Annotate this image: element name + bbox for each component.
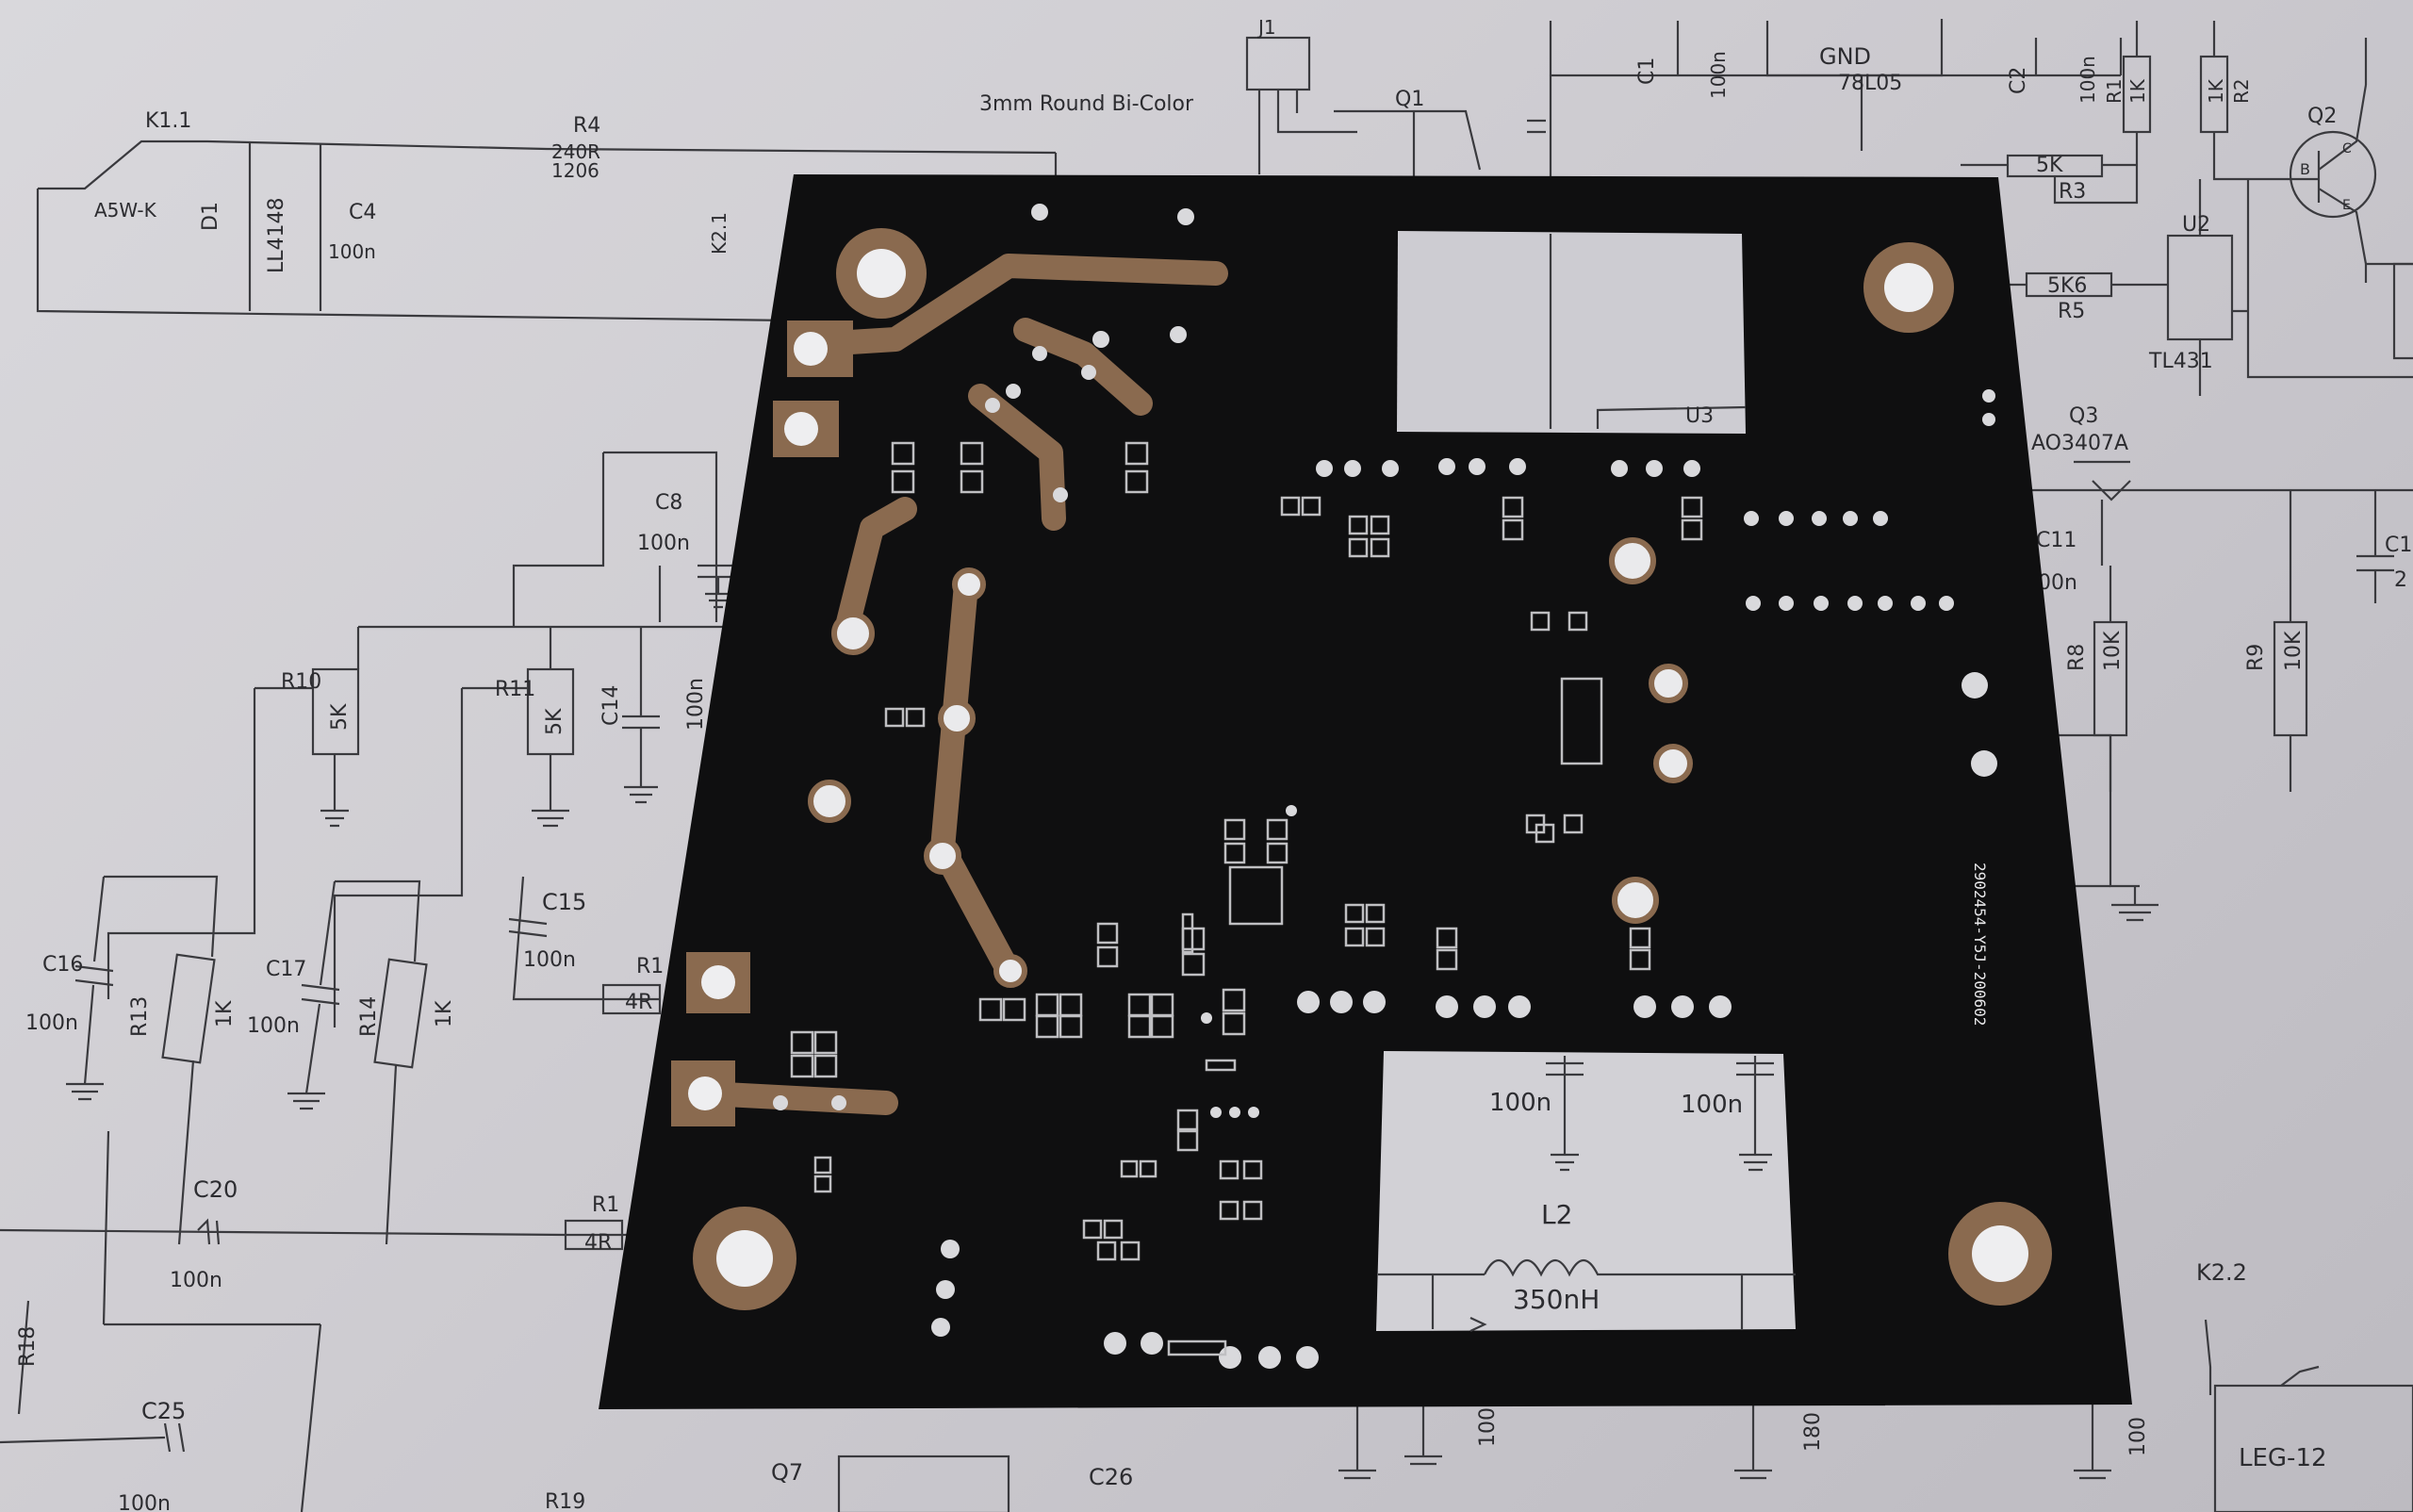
label-c8-val: 100n	[637, 532, 690, 555]
label-k21: K2.1	[708, 212, 730, 255]
label-r12-val: 4R	[625, 991, 652, 1014]
label-r14-val: 1K	[433, 1000, 456, 1027]
label-gnd: GND	[1819, 43, 1871, 70]
label-leg12: LEG-12	[2239, 1444, 2327, 1472]
label-r2: R2	[2230, 78, 2253, 104]
label-r4: R4	[573, 114, 600, 138]
pcb-silkscreen-id: 2902454-Y5J-200602	[1971, 863, 1989, 1026]
label-c11-val: 00n	[2038, 571, 2077, 595]
large-pads	[808, 537, 1693, 988]
label-q3: Q3	[2069, 404, 2098, 428]
label-c25: C25	[141, 1398, 186, 1424]
label-led-note: 3mm Round Bi-Color	[979, 92, 1194, 116]
label-c4-val: 100n	[328, 240, 376, 263]
label-k22: K2.2	[2196, 1259, 2247, 1286]
label-c2: C2	[2007, 67, 2030, 94]
label-c17-val: 100n	[247, 1014, 300, 1038]
label-r12: R1	[636, 955, 664, 978]
pcb-board: U3 100n 100n L2 350nH	[599, 174, 2132, 1409]
label-c25-val: 100n	[118, 1492, 171, 1512]
label-k11: K1.1	[145, 109, 191, 133]
label-q1: Q1	[1395, 88, 1424, 111]
label-l2-val: 350nH	[1513, 1284, 1600, 1315]
label-r3-val: 5K	[2036, 154, 2063, 177]
label-c17: C17	[266, 958, 306, 981]
vias	[773, 204, 1997, 1369]
label-c20: C20	[193, 1176, 238, 1203]
label-c1x: C1	[2385, 534, 2412, 557]
label-r19: R19	[545, 1490, 585, 1512]
label-v-b: 180	[1801, 1412, 1825, 1452]
label-r11-val: 5K	[543, 708, 566, 735]
label-r1-val: 1K	[2126, 78, 2149, 104]
label-r1: R1	[2103, 78, 2126, 104]
label-r9-val: 10K	[2282, 631, 2306, 671]
label-r4-pkg: 1206	[551, 159, 599, 182]
label-r13-val: 1K	[213, 1000, 237, 1027]
label-ao3407a: AO3407A	[2031, 432, 2128, 455]
label-q2-b: B	[2300, 160, 2310, 178]
label-r13: R13	[128, 996, 152, 1037]
label-r16-val: 4R	[584, 1231, 612, 1255]
smd-footprints	[790, 441, 1703, 1356]
label-r14: R14	[357, 996, 381, 1037]
label-r11: R11	[495, 678, 535, 701]
label-c1-val: 100n	[1707, 51, 1730, 99]
label-r5-val: 5K6	[2047, 274, 2087, 298]
label-l2: L2	[1541, 1199, 1572, 1230]
label-r16: R1	[592, 1193, 619, 1217]
label-c16-val: 100n	[25, 1011, 78, 1035]
label-c20-val: 100n	[170, 1269, 222, 1292]
schematic-labels: K1.1 A5W-K D1 LL4148 C4 100n R4 240R 120…	[16, 16, 2412, 1512]
label-r10-val: 5K	[328, 703, 352, 731]
label-d1: D1	[199, 202, 222, 231]
cutout-top	[1397, 231, 1746, 434]
label-j1: J1	[1256, 16, 1276, 39]
label-q7: Q7	[771, 1459, 803, 1486]
label-r8: R8	[2065, 644, 2089, 671]
label-r18: R18	[16, 1326, 40, 1367]
label-c15: C15	[542, 889, 586, 915]
label-c26: C26	[1089, 1464, 1133, 1490]
label-c11: C11	[2036, 529, 2076, 552]
label-ll4148: LL4148	[265, 197, 288, 273]
label-r9: R9	[2244, 644, 2268, 671]
label-cap-a: 100n	[1489, 1089, 1551, 1117]
cutout-bottom	[1376, 1051, 1796, 1331]
label-r2-val: 1K	[2205, 78, 2227, 104]
label-r8-val: 10K	[2101, 631, 2125, 671]
label-c1: C1	[1635, 58, 1659, 85]
mounting-holes	[688, 228, 2052, 1310]
label-r4-val: 240R	[551, 140, 600, 163]
label-v-c: 100	[2126, 1417, 2150, 1456]
label-q2: Q2	[2307, 105, 2337, 128]
label-q2-c: C	[2342, 141, 2352, 156]
label-a5wk: A5W-K	[94, 199, 157, 222]
label-cap-b: 100n	[1681, 1091, 1743, 1119]
label-u3: U3	[1685, 404, 1714, 428]
label-u2: U2	[2182, 213, 2210, 237]
label-r10: R10	[281, 670, 321, 694]
label-c4: C4	[349, 201, 376, 224]
label-78l05: 78L05	[1838, 72, 1902, 95]
label-c16: C16	[42, 953, 83, 977]
label-r5: R5	[2058, 300, 2085, 323]
label-c2-val: 100n	[2076, 56, 2099, 104]
label-v-a: 100	[1476, 1407, 1500, 1447]
label-c14: C14	[599, 685, 623, 726]
label-q2-e: E	[2342, 198, 2351, 213]
label-c14-val: 100n	[684, 678, 708, 731]
label-c1x-val: 2	[2394, 568, 2407, 592]
label-c8: C8	[655, 491, 682, 515]
label-r3: R3	[2059, 180, 2086, 204]
label-tl431: TL431	[2148, 350, 2213, 373]
label-c15-val: 100n	[523, 948, 576, 972]
